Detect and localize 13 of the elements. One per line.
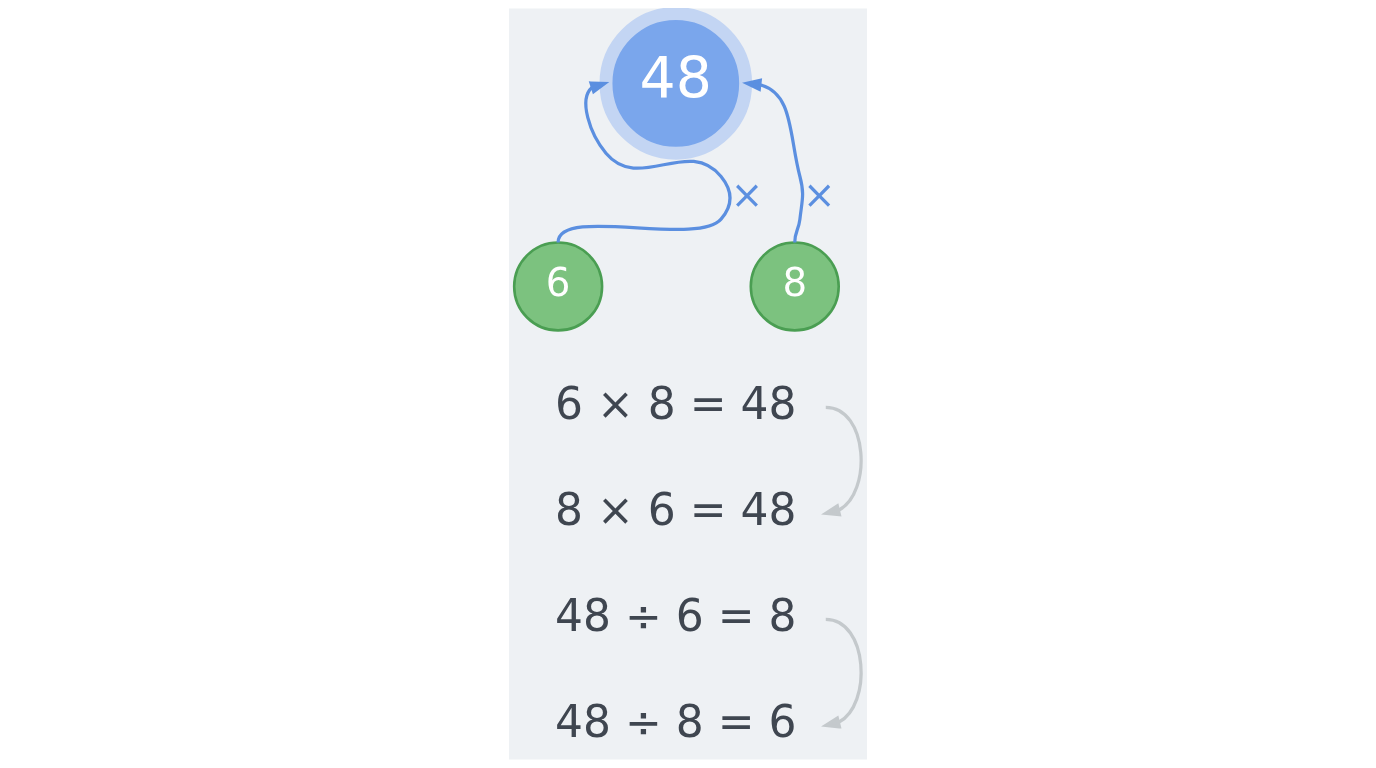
arrow [556,81,732,243]
edge-label: × [803,171,836,217]
node-text: 48 ÷ 6 = 8 [555,589,797,641]
node-circle: 48 [599,8,753,160]
node-circle: 6 [512,241,604,332]
arrow [821,405,863,517]
node-text: 8 × 6 = 48 [555,483,797,535]
arrow [821,617,863,729]
edge-label: × [730,171,764,217]
node-text: 6 × 8 = 48 [555,377,797,429]
arrow [742,78,805,243]
node-circle: 8 [749,241,840,332]
node-text: 48 ÷ 8 = 6 [555,695,797,747]
